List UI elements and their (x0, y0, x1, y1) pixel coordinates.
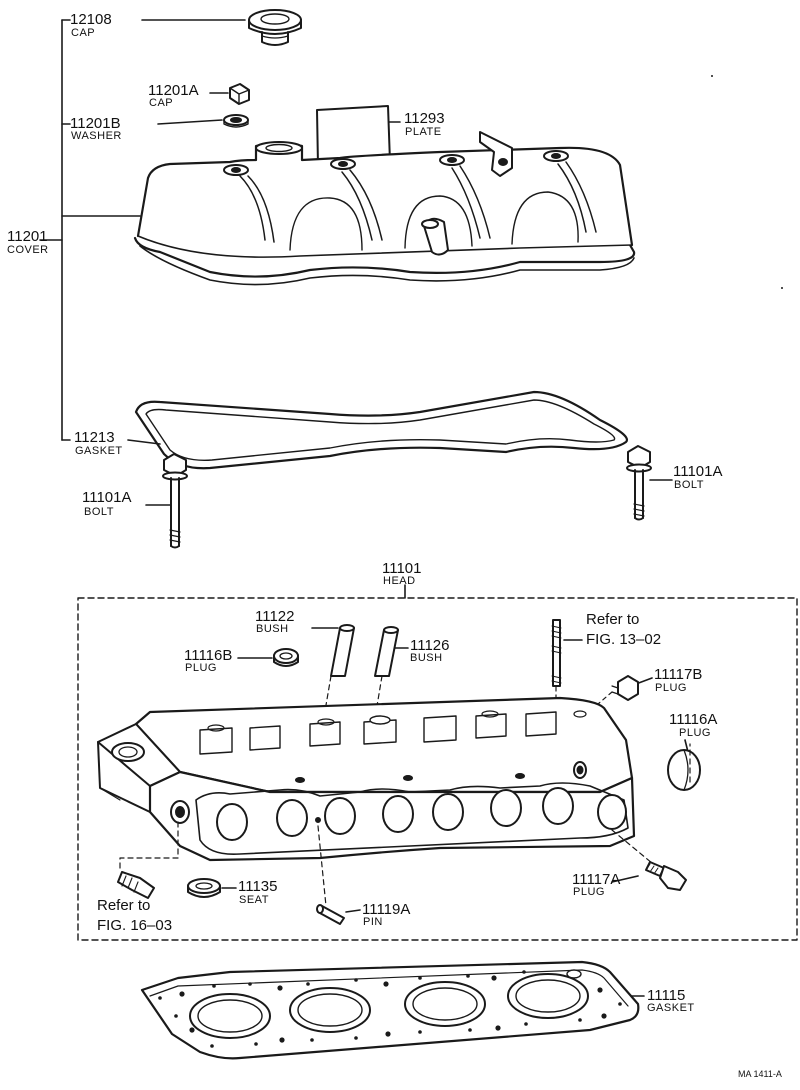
part-name-11101a-right: BOLT (674, 479, 704, 491)
sensor-drawing (117, 871, 155, 899)
part-number-12108: 12108 (70, 11, 112, 28)
part-number-11201b: 11201B (70, 115, 121, 132)
plug-11117b-drawing (597, 675, 639, 705)
part-name-11135: SEAT (239, 894, 269, 906)
part-number-11117a: 11117A (572, 871, 621, 888)
part-number-11135: 11135 (238, 878, 278, 895)
part-name-11101a-left: BOLT (84, 506, 114, 518)
seat-11135-drawing (187, 878, 221, 898)
pin-11119a-drawing (316, 904, 345, 925)
part-name-11126: BUSH (410, 652, 443, 664)
part-number-11213: 11213 (74, 429, 115, 446)
part-number-11116a: 11116A (669, 711, 718, 728)
part-name-11213: GASKET (75, 445, 123, 457)
bolt-right-drawing (626, 445, 652, 521)
reference-line2-fig13: FIG. 13–02 (586, 631, 662, 648)
head-group-boundary (77, 597, 798, 941)
plug-11116b-drawing (273, 648, 299, 667)
part-name-11201a: CAP (149, 97, 174, 109)
cover-gasket-drawing (134, 390, 628, 470)
part-name-11122: BUSH (256, 623, 289, 635)
part-name-11116b: PLUG (185, 662, 217, 674)
part-name-11201: COVER (7, 244, 49, 256)
nut-and-washer-drawing (223, 83, 250, 128)
part-name-11117b: PLUG (655, 682, 687, 694)
part-number-11101: 11101 (382, 560, 422, 577)
part-number-11115: 11115 (647, 987, 686, 1004)
part-name-11117a: PLUG (573, 886, 605, 898)
part-number-11122: 11122 (255, 608, 295, 625)
part-name-11116a: PLUG (679, 727, 711, 739)
part-number-11101a-left: 11101A (82, 489, 132, 506)
part-number-11116b: 11116B (184, 647, 233, 664)
part-number-11117b: 11117B (654, 666, 703, 683)
bolt-left-drawing (162, 453, 188, 549)
valve-cover-drawing (133, 105, 636, 286)
leader-lines (39, 19, 689, 997)
reference-line1-fig16: Refer to (97, 897, 151, 914)
part-name-11201b: WASHER (71, 130, 122, 142)
part-name-11101: HEAD (383, 575, 416, 587)
reference-line2-fig16: FIG. 16–03 (97, 917, 173, 934)
part-name-11293: PLATE (405, 126, 442, 138)
reference-line1-fig13: Refer to (586, 611, 640, 628)
part-number-11201a: 11201A (148, 82, 199, 99)
specks (711, 75, 783, 289)
head-gasket-drawing (140, 960, 640, 1060)
part-number-11101a-right: 11101A (673, 463, 723, 480)
part-number-11119a: 11119A (362, 901, 411, 918)
plug-11116a-drawing (667, 749, 701, 791)
part-name-12108: CAP (71, 27, 96, 39)
cap-12108-drawing (248, 9, 302, 46)
figure-code: MA 1411-A (738, 1069, 782, 1079)
plug-11117a-drawing (645, 861, 687, 891)
part-name-11119a: PIN (363, 916, 383, 928)
part-name-11115: GASKET (647, 1002, 695, 1014)
stud-drawing (551, 619, 562, 721)
part-number-11293: 11293 (404, 110, 445, 127)
part-number-11126: 11126 (410, 637, 450, 654)
cylinder-head-drawing (97, 696, 636, 862)
part-number-11201: 11201 (7, 228, 48, 245)
